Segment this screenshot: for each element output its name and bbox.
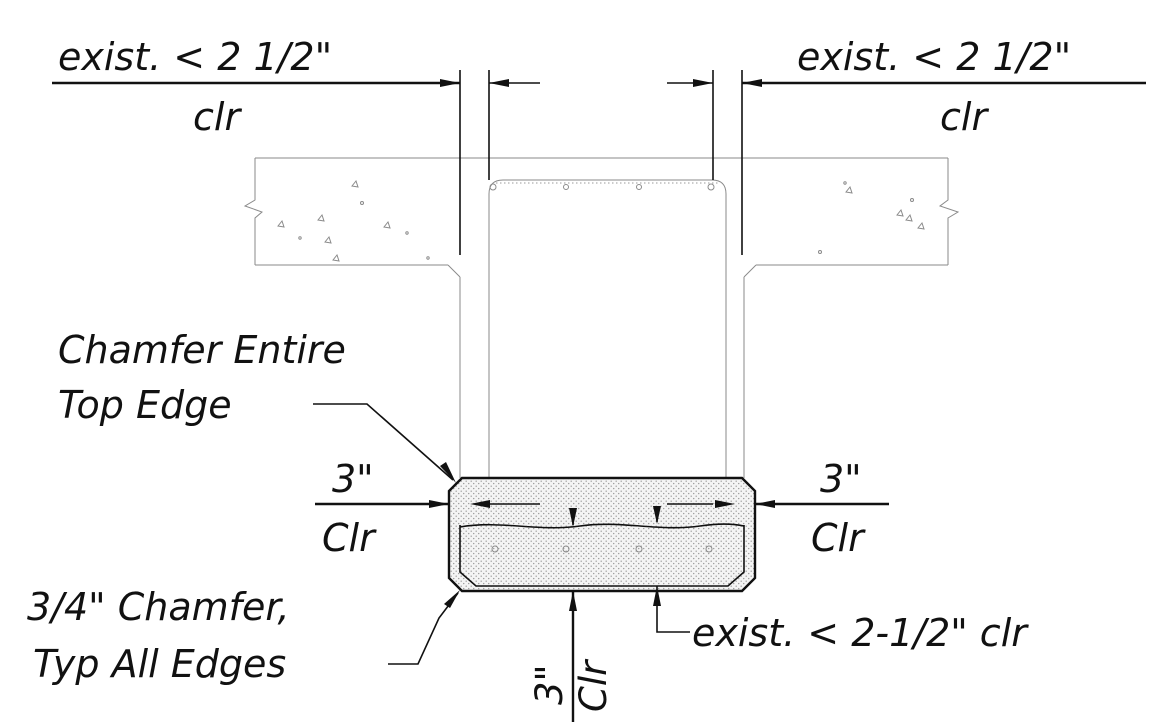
aggregate-marks — [277, 179, 925, 262]
arrowhead — [742, 79, 762, 87]
dim-top-right: exist. < 2 1/2" clr — [667, 35, 1146, 255]
label-right-clr: Clr — [811, 516, 866, 560]
arrowhead — [569, 591, 577, 611]
rebar-top — [636, 184, 642, 190]
existing-concrete — [243, 157, 960, 560]
label-left-3in: 3" — [332, 457, 374, 501]
label-exist-left: exist. < 2 1/2" — [58, 35, 332, 79]
encasement-outline — [447, 476, 757, 593]
existing-beam-bottom — [459, 525, 745, 587]
arrowhead — [653, 586, 661, 606]
rebar-bottom — [705, 545, 713, 553]
rebar-bottom — [491, 545, 499, 553]
arrowhead — [444, 590, 460, 608]
leader-line — [656, 586, 690, 633]
arrowhead — [470, 500, 490, 508]
dim-top-left: exist. < 2 1/2" clr — [52, 35, 540, 255]
left-fillet — [447, 264, 461, 278]
label-clr-left: clr — [193, 95, 242, 139]
label-bottom-clr: Clr — [572, 658, 615, 712]
note-chamfer-typ: 3/4" Chamfer, Typ All Edges — [27, 585, 460, 686]
label-left-clr: Clr — [322, 516, 377, 560]
rebar-top-left — [489, 183, 497, 191]
arrowhead — [653, 506, 661, 524]
arrowhead — [429, 500, 449, 508]
label-chamfer-typ-1: 3/4" Chamfer, — [27, 585, 290, 629]
arrowhead — [569, 508, 577, 527]
rebar-top — [563, 184, 569, 190]
label-chamfer-typ-2: Typ All Edges — [33, 642, 286, 686]
label-exist-right: exist. < 2 1/2" — [797, 35, 1071, 79]
new-encasement — [447, 476, 757, 593]
dim-left-clr: 3" Clr — [315, 457, 540, 560]
dim-right-clr: 3" Clr — [667, 457, 889, 560]
rebar-bottom — [562, 545, 570, 553]
label-exist-bottom: exist. < 2-1/2" clr — [692, 611, 1029, 655]
arrowhead — [440, 79, 460, 87]
right-break-line — [938, 158, 960, 265]
rebar-bottom — [635, 545, 643, 553]
note-chamfer-top: Chamfer Entire Top Edge — [58, 328, 456, 483]
right-fillet — [743, 264, 757, 278]
arrowhead — [693, 79, 713, 87]
label-chamfer-top-2: Top Edge — [58, 383, 232, 427]
dim-bottom-exist: exist. < 2-1/2" clr — [653, 506, 1029, 655]
stirrup — [488, 179, 727, 560]
arrowhead — [755, 500, 775, 508]
label-clr-right: clr — [940, 95, 989, 139]
arrowhead — [440, 462, 456, 483]
leader-line — [313, 403, 454, 481]
label-bottom-3in: 3" — [528, 664, 571, 705]
arrowhead — [489, 79, 509, 87]
rebar-top-right — [707, 183, 715, 191]
label-right-3in: 3" — [820, 457, 862, 501]
label-chamfer-top-1: Chamfer Entire — [58, 328, 346, 372]
arrowhead — [715, 500, 735, 508]
roughened-surface-line — [459, 523, 745, 529]
dim-bottom-clr: 3" Clr — [528, 508, 615, 722]
left-break-line — [243, 158, 263, 265]
